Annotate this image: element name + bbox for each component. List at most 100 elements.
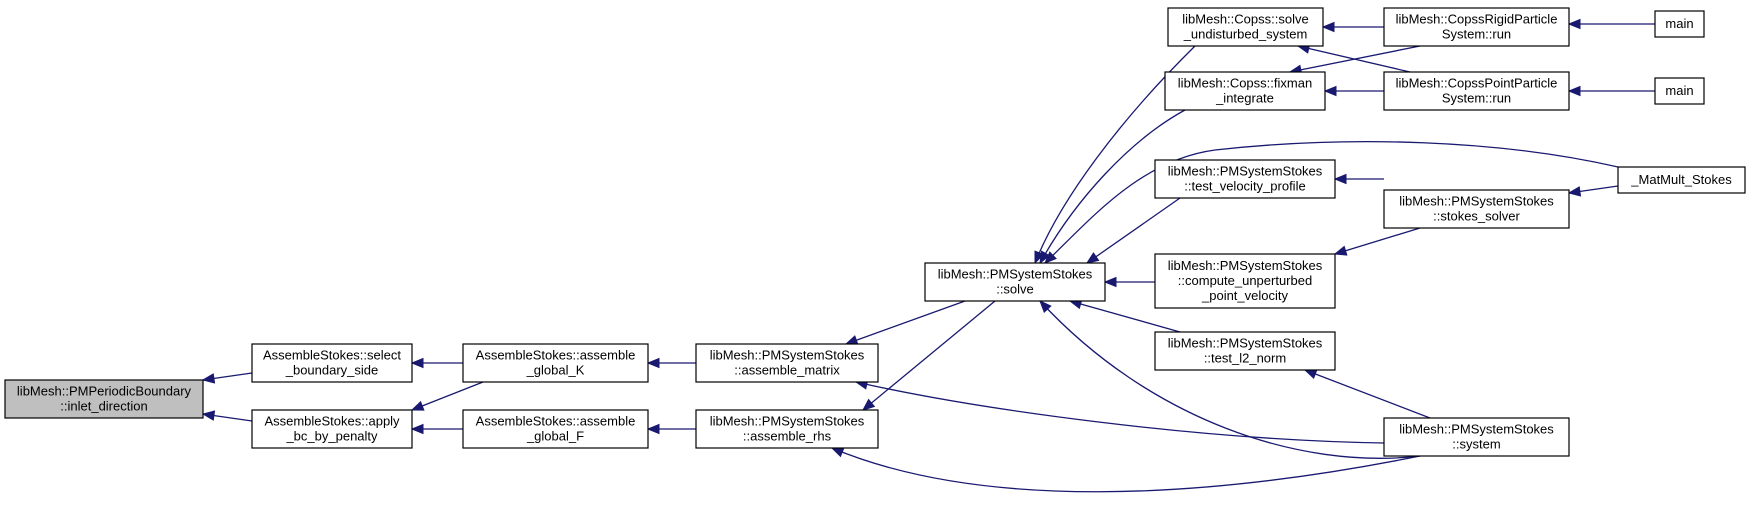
edge-pm-system-to-pm-solve-arrowhead bbox=[1039, 300, 1052, 313]
node-box bbox=[1164, 71, 1326, 111]
edge-main2-to-point-run-arrowhead bbox=[1567, 85, 1581, 97]
node-label-line: libMesh::PMSystemStokes bbox=[1168, 258, 1323, 273]
node-label-line: System::run bbox=[1442, 27, 1511, 42]
node-label-line: ::test_velocity_profile bbox=[1184, 179, 1305, 194]
node-copss-solve[interactable]: libMesh::Copss::solve_undisturbed_system bbox=[1167, 7, 1324, 47]
node-label-line: ::inlet_direction bbox=[60, 399, 147, 414]
node-label-line: main bbox=[1665, 83, 1693, 98]
node-label-line: _global_K bbox=[526, 363, 585, 378]
edge-pm-stokes-solver-to-pm-tvp-arrowhead bbox=[1333, 173, 1347, 185]
node-pm-matrix[interactable]: libMesh::PMSystemStokes::assemble_matrix bbox=[695, 343, 879, 383]
edge-copss-fix-to-pm-solve-arrowhead bbox=[1039, 250, 1051, 265]
node-pmpb-inlet[interactable]: libMesh::PMPeriodicBoundary::inlet_direc… bbox=[4, 379, 204, 419]
edge-matmult-to-pm-solve-arrowhead bbox=[1044, 251, 1057, 264]
node-label-line: _integrate bbox=[1215, 91, 1274, 106]
edge-pm-tl2-to-pm-solve bbox=[1069, 300, 1181, 333]
node-box bbox=[1167, 7, 1324, 47]
node-matmult[interactable]: _MatMult_Stokes bbox=[1617, 166, 1746, 194]
node-box bbox=[462, 409, 649, 449]
edge-point-run-to-copss-solve bbox=[1297, 45, 1411, 73]
node-label-line: _undisturbed_system bbox=[1183, 27, 1308, 42]
edge-point-run-to-copss-fix-arrowhead bbox=[1323, 85, 1337, 97]
node-label-line: ::test_l2_norm bbox=[1204, 351, 1286, 366]
edge-pm-solve-to-pm-rhs-arrowhead bbox=[861, 398, 876, 411]
node-pm-system[interactable]: libMesh::PMSystemStokes::system bbox=[1383, 417, 1570, 457]
edge-pm-rhs-to-as-gf-arrowhead bbox=[646, 423, 660, 435]
node-pm-stokes-solver[interactable]: libMesh::PMSystemStokes::stokes_solver bbox=[1383, 189, 1570, 229]
node-pm-cupv[interactable]: libMesh::PMSystemStokes::compute_unpertu… bbox=[1154, 253, 1336, 309]
node-label-line: _bc_by_penalty bbox=[285, 429, 378, 444]
edge-pm-system-to-pm-tl2 bbox=[1304, 369, 1431, 419]
node-as-apply[interactable]: AssembleStokes::apply_bc_by_penalty bbox=[251, 409, 413, 449]
edge-pm-matrix-to-as-gk-arrowhead bbox=[646, 357, 660, 369]
edge-matmult-to-pm-solve bbox=[1044, 141, 1619, 264]
edge-rigid-run-to-copss-solve-arrowhead bbox=[1321, 21, 1335, 33]
node-box bbox=[695, 343, 879, 383]
edge-as-select-to-pmpb-inlet-arrowhead bbox=[201, 373, 216, 384]
node-box bbox=[1654, 77, 1705, 105]
node-main2[interactable]: main bbox=[1654, 77, 1705, 105]
node-label-line: AssembleStokes::apply bbox=[264, 414, 400, 429]
node-box bbox=[1383, 189, 1570, 229]
node-label-line: libMesh::PMSystemStokes bbox=[1168, 164, 1323, 179]
edge-as-gk-to-as-apply bbox=[411, 381, 484, 411]
node-label-line: AssembleStokes::select bbox=[263, 348, 401, 363]
graph-edges bbox=[201, 18, 1655, 493]
node-label-line: libMesh::PMSystemStokes bbox=[1399, 194, 1554, 209]
edge-pm-cupv-to-pm-solve-arrowhead bbox=[1103, 276, 1117, 288]
edge-pm-system-to-pm-matrix bbox=[855, 381, 1385, 444]
edge-pm-tvp-to-pm-solve bbox=[1086, 197, 1181, 264]
edge-main1-to-rigid-run-arrowhead bbox=[1567, 18, 1581, 30]
node-label-line: libMesh::PMPeriodicBoundary bbox=[17, 384, 192, 399]
node-label-line: _MatMult_Stokes bbox=[1630, 172, 1732, 187]
node-box bbox=[924, 262, 1106, 302]
node-label-line: AssembleStokes::assemble bbox=[476, 414, 636, 429]
edge-pm-system-to-pm-solve bbox=[1039, 300, 1421, 459]
node-main1[interactable]: main bbox=[1654, 10, 1705, 38]
node-label-line: System::run bbox=[1442, 91, 1511, 106]
edge-pm-system-to-pm-tl2-arrowhead bbox=[1303, 369, 1318, 380]
node-box bbox=[1654, 10, 1705, 38]
node-copss-fix[interactable]: libMesh::Copss::fixman_integrate bbox=[1164, 71, 1326, 111]
edge-matmult-to-pm-stokes-solver-arrowhead bbox=[1567, 186, 1582, 197]
node-pm-solve[interactable]: libMesh::PMSystemStokes::solve bbox=[924, 262, 1106, 302]
node-label-line: _boundary_side bbox=[285, 363, 379, 378]
node-label-line: _point_velocity bbox=[1201, 288, 1288, 303]
edge-pm-stokes-solver-to-pm-cupv-arrowhead bbox=[1333, 245, 1348, 256]
edge-pm-solve-to-pm-matrix-arrowhead bbox=[844, 335, 859, 346]
node-label-line: ::stokes_solver bbox=[1433, 209, 1520, 224]
node-label-line: libMesh::PMSystemStokes bbox=[1168, 336, 1323, 351]
edge-pm-solve-to-pm-matrix bbox=[845, 300, 966, 345]
node-box bbox=[251, 409, 413, 449]
node-as-select[interactable]: AssembleStokes::select_boundary_side bbox=[251, 343, 413, 383]
node-label-line: ::assemble_matrix bbox=[734, 363, 840, 378]
node-pm-tvp[interactable]: libMesh::PMSystemStokes::test_velocity_p… bbox=[1154, 159, 1336, 199]
node-pm-rhs[interactable]: libMesh::PMSystemStokes::assemble_rhs bbox=[695, 409, 879, 449]
node-box bbox=[695, 409, 879, 449]
node-box bbox=[1154, 159, 1336, 199]
node-label-line: libMesh::PMSystemStokes bbox=[938, 267, 1093, 282]
node-label-line: ::solve bbox=[996, 282, 1034, 297]
node-box bbox=[251, 343, 413, 383]
node-pm-tl2[interactable]: libMesh::PMSystemStokes::test_l2_norm bbox=[1154, 331, 1336, 371]
node-box bbox=[1383, 417, 1570, 457]
node-label-line: ::system bbox=[1452, 437, 1500, 452]
edge-pm-system-to-pm-rhs-arrowhead bbox=[830, 447, 845, 458]
node-label-line: libMesh::Copss::fixman bbox=[1178, 76, 1312, 91]
node-box bbox=[1617, 166, 1746, 194]
edge-as-gk-to-as-apply-arrowhead bbox=[410, 400, 425, 411]
node-as-gf[interactable]: AssembleStokes::assemble_global_F bbox=[462, 409, 649, 449]
node-label-line: libMesh::CopssPointParticle bbox=[1396, 76, 1558, 91]
edge-as-gf-to-as-apply-arrowhead bbox=[410, 423, 424, 435]
graph-nodes: libMesh::PMPeriodicBoundary::inlet_direc… bbox=[4, 7, 1746, 457]
edge-pm-tvp-to-pm-solve-arrowhead bbox=[1085, 252, 1100, 264]
node-label-line: ::compute_unperturbed bbox=[1178, 273, 1312, 288]
node-box bbox=[1154, 331, 1336, 371]
edge-copss-fix-to-pm-solve bbox=[1039, 109, 1186, 264]
node-box bbox=[4, 379, 204, 419]
node-as-gk[interactable]: AssembleStokes::assemble_global_K bbox=[462, 343, 649, 383]
node-label-line: libMesh::PMSystemStokes bbox=[710, 414, 865, 429]
